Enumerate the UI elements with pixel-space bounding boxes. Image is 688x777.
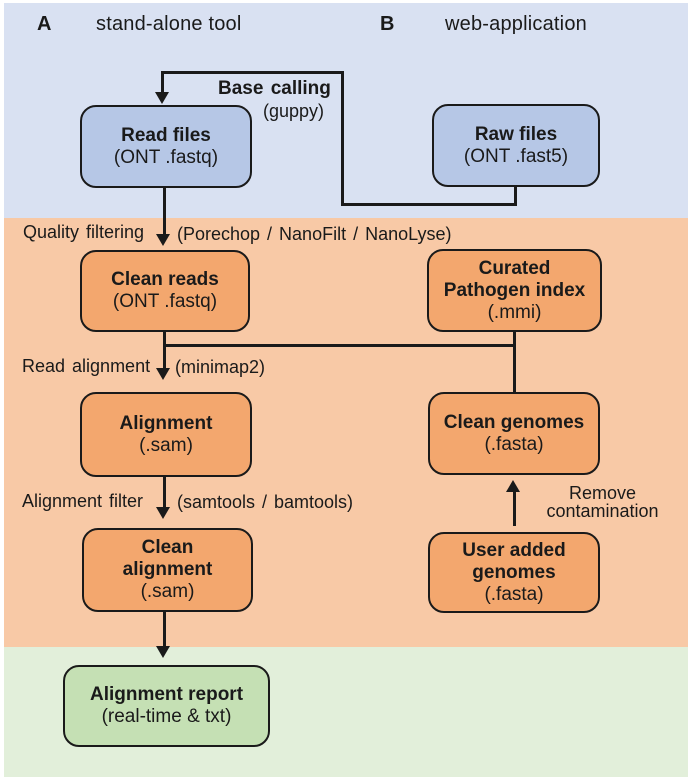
node-clean-reads: Clean reads (ONT .fastq) xyxy=(80,250,250,332)
node-clean-genomes: Clean genomes (.fasta) xyxy=(428,392,600,475)
label-read-alignment-tool: (minimap2) xyxy=(175,357,266,377)
quality-filtering-line xyxy=(163,188,166,236)
node-alignment-title: Alignment xyxy=(119,412,213,434)
base-calling-line-top xyxy=(161,71,344,74)
node-raw-files: Raw files (ONT .fast5) xyxy=(432,104,600,187)
base-calling-line-right xyxy=(341,71,344,206)
label-alignment-filter: Alignment filter xyxy=(22,491,144,511)
node-user-added-genomes-subtitle: (.fasta) xyxy=(484,583,544,605)
quality-filtering-arrowhead-icon xyxy=(156,234,170,246)
label-base-calling-tool: (guppy) xyxy=(263,101,325,121)
node-alignment-report: Alignment report (real-time & txt) xyxy=(63,665,270,747)
label-quality-filtering: Quality filtering xyxy=(23,222,145,242)
node-read-files: Read files (ONT .fastq) xyxy=(80,105,252,188)
panel-b-title: web-application xyxy=(445,13,587,35)
node-raw-files-title: Raw files xyxy=(474,123,558,145)
node-curated-pathogen-index-title: Curated Pathogen index xyxy=(443,257,586,301)
panel-a-title: stand-alone tool xyxy=(96,13,242,35)
node-raw-files-subtitle: (ONT .fast5) xyxy=(463,145,569,167)
label-remove-contamination: Remove contamination xyxy=(546,483,659,521)
node-clean-reads-title: Clean reads xyxy=(111,269,219,290)
node-read-files-title: Read files xyxy=(121,124,211,146)
base-calling-arrowhead-icon xyxy=(155,92,169,104)
index-to-genomes-line xyxy=(513,332,516,392)
node-user-added-genomes-title: User added genomes xyxy=(462,539,566,583)
node-read-files-subtitle: (ONT .fastq) xyxy=(113,146,219,168)
panel-a-tag: A xyxy=(37,13,52,35)
node-curated-pathogen-index-subtitle: (.mmi) xyxy=(487,301,542,323)
remove-contamination-arrowhead-icon xyxy=(506,480,520,492)
alignment-filter-line xyxy=(163,477,166,509)
read-alignment-arrowhead-icon xyxy=(156,368,170,380)
base-calling-line-stub xyxy=(514,186,517,206)
node-alignment-subtitle: (.sam) xyxy=(139,434,193,456)
node-clean-genomes-title: Clean genomes xyxy=(443,411,585,433)
node-user-added-genomes: User added genomes (.fasta) xyxy=(428,532,600,613)
report-line xyxy=(163,612,166,648)
node-alignment-report-title: Alignment report xyxy=(89,684,244,705)
node-clean-alignment-subtitle: (.sam) xyxy=(140,581,195,602)
read-alignment-line xyxy=(163,332,166,370)
node-clean-reads-subtitle: (ONT .fastq) xyxy=(112,291,218,312)
node-clean-alignment: Clean alignment (.sam) xyxy=(82,528,253,612)
node-alignment-report-subtitle: (real-time & txt) xyxy=(101,706,232,727)
label-quality-tools: (Porechop / NanoFilt / NanoLyse) xyxy=(177,224,452,244)
alignment-filter-arrowhead-icon xyxy=(156,507,170,519)
remove-contamination-line xyxy=(513,491,516,526)
base-calling-line-bottom xyxy=(341,203,517,206)
label-alignment-filter-tools: (samtools / bamtools) xyxy=(177,492,354,512)
node-alignment: Alignment (.sam) xyxy=(80,392,252,477)
node-clean-alignment-title: Clean alignment xyxy=(122,537,213,580)
base-calling-line-drop xyxy=(161,71,164,95)
panel-b-tag: B xyxy=(380,13,395,35)
node-clean-genomes-subtitle: (.fasta) xyxy=(484,433,544,455)
node-curated-pathogen-index: Curated Pathogen index (.mmi) xyxy=(427,249,602,332)
report-arrowhead-icon xyxy=(156,646,170,658)
label-base-calling: Base calling xyxy=(218,78,331,99)
label-read-alignment: Read alignment xyxy=(22,356,151,376)
index-branch-line xyxy=(163,344,516,347)
